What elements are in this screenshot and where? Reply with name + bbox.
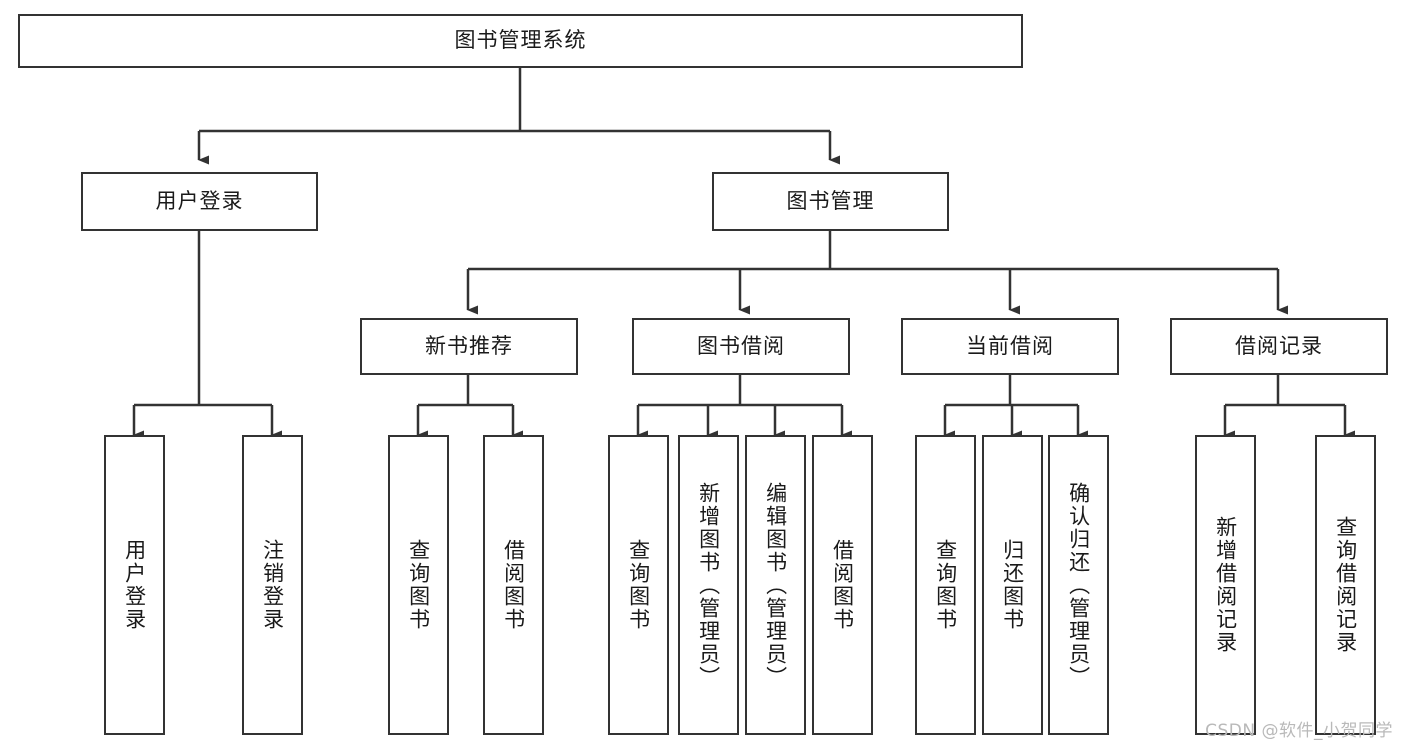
node-label: 查询图书 <box>933 539 958 631</box>
node-borrow-record[interactable]: 借阅记录 <box>1170 318 1388 375</box>
node-current-borrow[interactable]: 当前借阅 <box>901 318 1119 375</box>
node-user-login[interactable]: 用户登录 <box>81 172 318 231</box>
node-leaf-return-book[interactable]: 归还图书 <box>982 435 1043 735</box>
node-leaf-query-book-3[interactable]: 查询图书 <box>915 435 976 735</box>
node-label: 用户登录 <box>122 539 147 631</box>
node-label: 查询借阅记录 <box>1333 516 1358 654</box>
edge-userlogin-to-leaves <box>132 231 282 440</box>
edge-bookmgmt-to-level3 <box>466 231 1288 315</box>
node-label: 用户登录 <box>155 188 244 213</box>
edge-currentborrow-to-leaves <box>943 375 1088 440</box>
node-label: 确认归还（管理员） <box>1066 481 1091 689</box>
node-leaf-user-login[interactable]: 用户登录 <box>104 435 165 735</box>
node-label: 注销登录 <box>260 539 285 631</box>
node-label: 借阅图书 <box>501 539 526 631</box>
node-leaf-edit-book[interactable]: 编辑图书（管理员） <box>745 435 806 735</box>
node-label: 归还图书 <box>1000 539 1025 631</box>
node-label: 新增借阅记录 <box>1213 516 1238 654</box>
node-label: 借阅记录 <box>1235 333 1323 358</box>
node-new-book-recommend[interactable]: 新书推荐 <box>360 318 578 375</box>
node-label: 新书推荐 <box>425 333 513 358</box>
node-leaf-borrow-book-2[interactable]: 借阅图书 <box>812 435 873 735</box>
node-label: 新增图书（管理员） <box>696 481 721 689</box>
edge-newbook-to-leaves <box>416 375 523 440</box>
node-label: 图书管理 <box>786 188 875 213</box>
node-label: 查询图书 <box>626 539 651 631</box>
edge-bookborrow-to-leaves <box>636 375 852 440</box>
node-label: 当前借阅 <box>966 333 1054 358</box>
node-leaf-logout-login[interactable]: 注销登录 <box>242 435 303 735</box>
node-label: 查询图书 <box>406 539 431 631</box>
csdn-watermark: CSDN @软件_小贺同学 <box>1205 721 1393 741</box>
node-leaf-add-book[interactable]: 新增图书（管理员） <box>678 435 739 735</box>
node-leaf-confirm-return[interactable]: 确认归还（管理员） <box>1048 435 1109 735</box>
node-leaf-query-record[interactable]: 查询借阅记录 <box>1315 435 1376 735</box>
node-book-management[interactable]: 图书管理 <box>712 172 949 231</box>
node-book-borrow[interactable]: 图书借阅 <box>632 318 850 375</box>
node-label: 图书管理系统 <box>454 28 587 53</box>
node-leaf-query-book-1[interactable]: 查询图书 <box>388 435 449 735</box>
edge-root-to-level2 <box>197 68 840 165</box>
node-leaf-query-book-2[interactable]: 查询图书 <box>608 435 669 735</box>
node-label: 图书借阅 <box>697 333 785 358</box>
node-root-library-system[interactable]: 图书管理系统 <box>18 14 1023 68</box>
node-leaf-borrow-book-1[interactable]: 借阅图书 <box>483 435 544 735</box>
node-label: 编辑图书（管理员） <box>763 481 788 689</box>
node-label: 借阅图书 <box>830 539 855 631</box>
node-leaf-add-record[interactable]: 新增借阅记录 <box>1195 435 1256 735</box>
edge-borrowrecord-to-leaves <box>1223 375 1355 440</box>
